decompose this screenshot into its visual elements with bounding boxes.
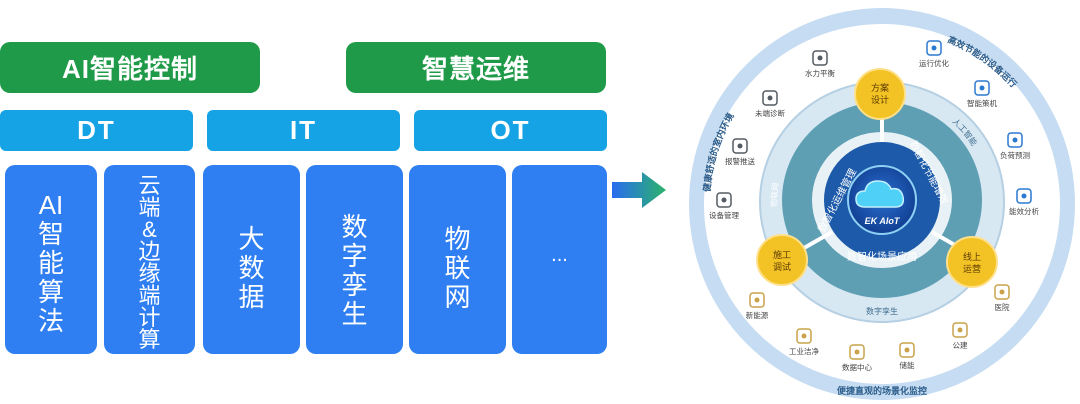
- ai-control-label: AI智能控制: [61, 54, 198, 84]
- column-char: 孪: [341, 270, 368, 300]
- mid-label-left: 物联网: [769, 182, 781, 207]
- smart-ops-label: 智慧运维: [421, 54, 530, 84]
- ot-bar: OT: [414, 110, 607, 151]
- column-more: ...: [512, 165, 607, 354]
- column-char: 字: [341, 241, 368, 271]
- svg-text:线上: 线上: [963, 251, 981, 262]
- svg-text:设计: 设计: [871, 94, 889, 105]
- column-char: 据: [238, 282, 265, 312]
- segment-scene-label: 数智化场景应用: [847, 250, 917, 263]
- svg-text:施工: 施工: [773, 249, 791, 260]
- column-char: AI: [38, 190, 64, 220]
- bars-icon: 能效分析: [1009, 188, 1039, 216]
- ai-icon: 智能策机: [967, 80, 997, 108]
- column-big-data: 大数据: [203, 165, 300, 354]
- icon-label: 运行优化: [919, 58, 949, 68]
- column-char: 算: [138, 327, 161, 352]
- atom-icon: 运行优化: [919, 40, 949, 68]
- column-text: ...: [551, 241, 568, 354]
- it-label: IT: [289, 115, 318, 145]
- icon-label: 医院: [995, 302, 1010, 312]
- icon-label: 水力平衡: [805, 68, 835, 78]
- column-char: 缘: [138, 261, 161, 286]
- battery-icon: 储能: [899, 342, 915, 370]
- bell-icon: 报警推送: [725, 138, 755, 166]
- icon-label: 公建: [953, 340, 968, 350]
- column-char: 数: [341, 212, 368, 242]
- column-char: 端: [138, 195, 161, 220]
- column-digital-twin: 数字孪生: [306, 165, 403, 354]
- dt-label: DT: [77, 115, 116, 145]
- solar-icon: 新能源: [746, 292, 769, 320]
- column-text: 物联网: [444, 225, 470, 354]
- column-char: 能: [37, 248, 64, 278]
- smart-ops-bar: 智慧运维: [346, 42, 606, 93]
- column-iot: 物联网: [409, 165, 506, 354]
- ai-control-bar: AI智能控制: [0, 42, 260, 93]
- outer-arc-bottom: 便捷直观的场景化监控: [837, 385, 927, 396]
- icon-label: 工业洁净: [789, 346, 819, 356]
- icon-label: 能效分析: [1009, 206, 1039, 216]
- recycle-icon: 数据中心: [842, 344, 872, 372]
- building-icon: 公建: [952, 322, 968, 350]
- column-cloud-edge-computing: 云端&边缘端计算: [104, 165, 195, 354]
- arrow-right-icon: [612, 172, 666, 208]
- chart-icon: 水力平衡: [805, 50, 835, 78]
- device-icon: 设备管理: [709, 192, 739, 220]
- column-char: 算: [37, 277, 64, 307]
- svg-text:方案: 方案: [871, 82, 889, 93]
- column-char: 生: [341, 299, 368, 329]
- dt-bar: DT: [0, 110, 193, 151]
- column-char: 数: [238, 253, 265, 283]
- svg-text:运营: 运营: [963, 263, 981, 274]
- column-char: 法: [37, 306, 64, 336]
- column-char: 计: [138, 305, 161, 330]
- icon-label: 储能: [900, 360, 915, 370]
- node-design: 方案 设计: [854, 68, 906, 120]
- it-bar: IT: [207, 110, 400, 151]
- node-construction: 施工 调试: [756, 234, 808, 286]
- column-char: 联: [444, 253, 471, 283]
- ek-aiot-ring-diagram: EK AIoT 数智化运维管理 数智化节能增效 数智化场景应用 物联网 人工智能…: [689, 8, 1075, 400]
- column-char: 大: [238, 224, 265, 254]
- column-char: 端: [138, 283, 161, 308]
- thermometer-icon: 未端诊断: [755, 90, 785, 118]
- hospital-icon: 医院: [994, 284, 1010, 312]
- column-char: 云: [138, 173, 161, 198]
- column-char: 网: [444, 282, 471, 312]
- column-text: 云端&边缘端计算: [138, 175, 160, 354]
- column-char: 物: [444, 224, 471, 254]
- column-char: &: [142, 217, 157, 242]
- icon-label: 新能源: [746, 310, 769, 320]
- cloud-logo-icon: [855, 180, 905, 208]
- icon-label: 数据中心: [842, 362, 872, 372]
- center-title: EK AIoT: [865, 216, 901, 226]
- column-char: ...: [551, 244, 568, 266]
- icon-label: 未端诊断: [755, 108, 785, 118]
- layers-icon: 工业洁净: [789, 328, 819, 356]
- column-char: 边: [138, 239, 161, 264]
- icon-label: 负荷预测: [1000, 150, 1030, 160]
- icon-label: 设备管理: [709, 210, 739, 220]
- icon-label: 报警推送: [725, 156, 755, 166]
- mid-label-bottom: 数字孪生: [866, 306, 898, 316]
- column-char: 智: [37, 219, 64, 249]
- svg-text:调试: 调试: [773, 261, 791, 272]
- node-operation: 线上 运营: [946, 236, 998, 288]
- pulse-icon: 负荷预测: [1000, 132, 1030, 160]
- ot-label: OT: [490, 115, 531, 145]
- column-text: 大数据: [238, 225, 264, 354]
- column-text: 数字孪生: [341, 213, 367, 354]
- icon-label: 智能策机: [967, 98, 997, 108]
